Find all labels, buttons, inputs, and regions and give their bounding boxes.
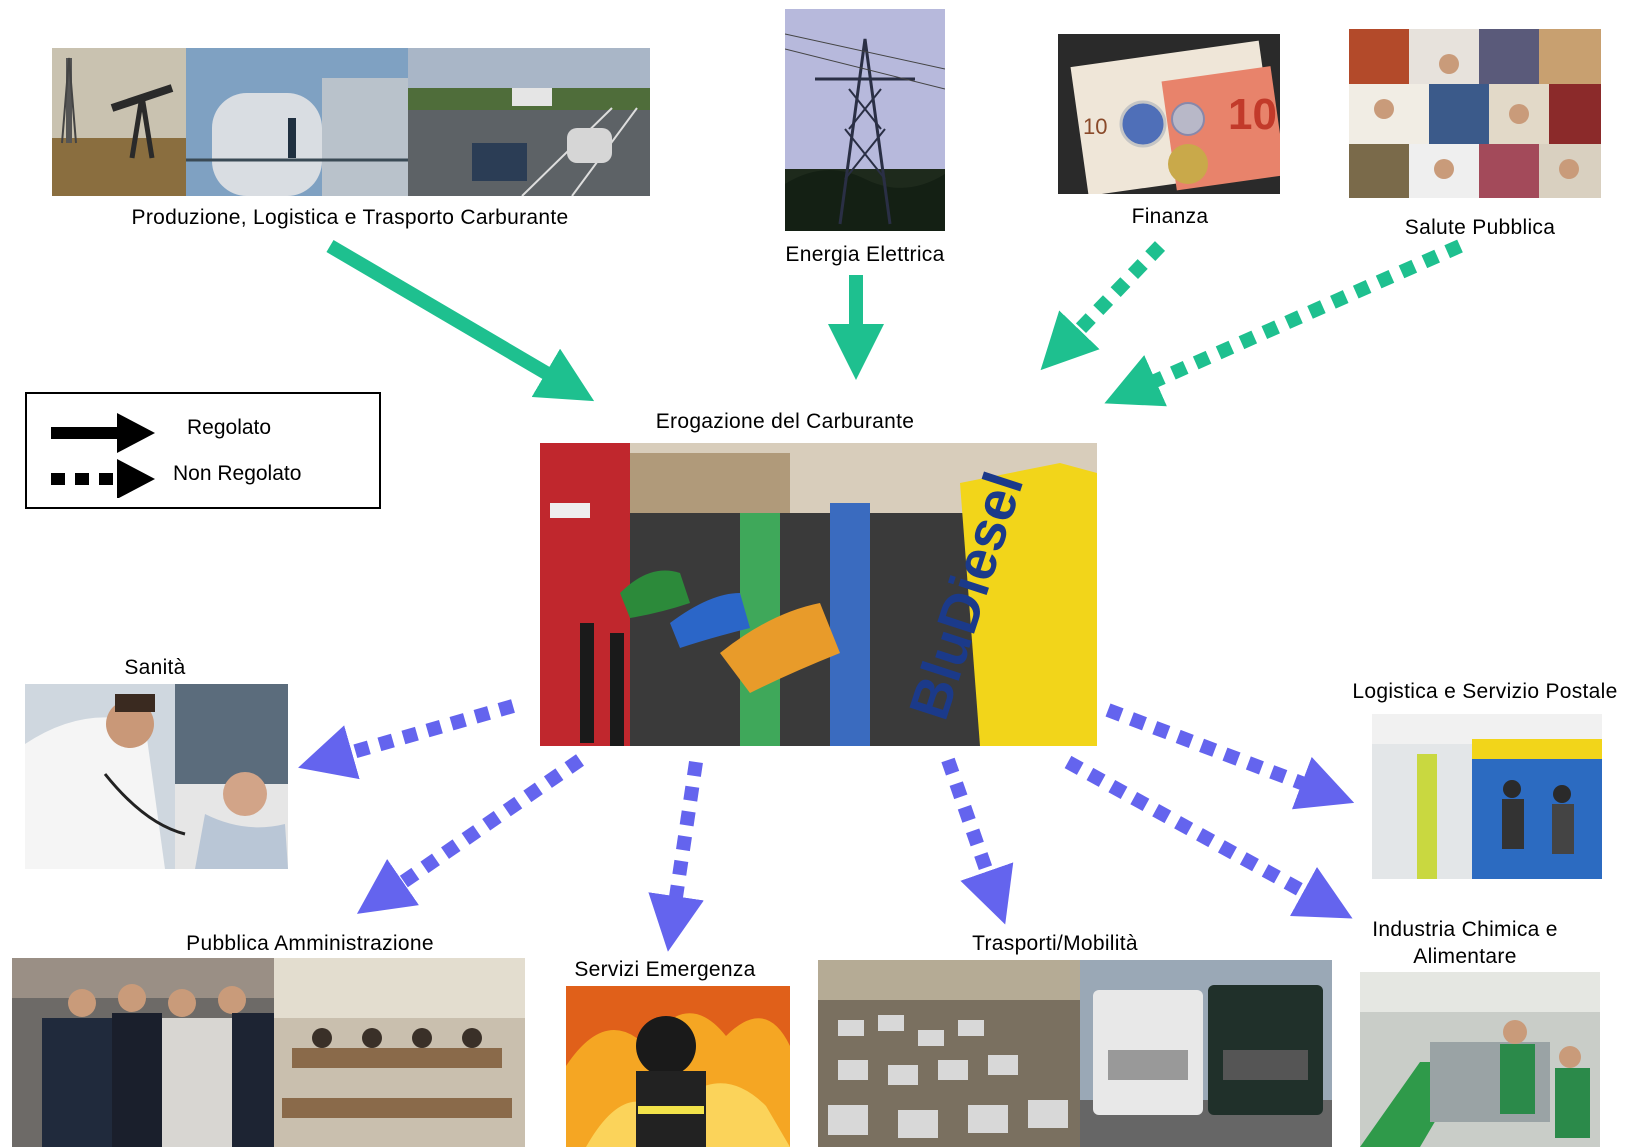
arrow-center-to-sanita: [298, 699, 515, 780]
svg-text:10: 10: [1083, 114, 1107, 139]
arrow-finance-to-center: [1040, 241, 1166, 371]
legend-regulated-label: Regolato: [187, 416, 272, 439]
fuel-pump-photo: BluDiesel: [540, 443, 1097, 746]
legend: Regolato Non Regolato: [25, 392, 381, 509]
arrow-center-to-emergency: [648, 760, 704, 952]
finance-photo: 10 10: [1058, 34, 1280, 194]
transport-label: Trasporti/Mobilità: [972, 932, 1138, 955]
arrow-salute-to-center: [1104, 239, 1463, 407]
public-health-photo: [1349, 29, 1601, 198]
emergency-photo: [566, 986, 790, 1147]
health-photo: [25, 684, 288, 869]
health-label: Sanità: [124, 656, 186, 679]
arrow-fuel-to-center: [326, 239, 595, 402]
industry-label-line1: Industria Chimica e: [1372, 918, 1558, 941]
center-label: Erogazione del Carburante: [655, 410, 915, 433]
finance-label: Finanza: [1131, 205, 1209, 228]
postal-photo: [1372, 714, 1602, 879]
fuel-production-label: Produzione, Logistica e Trasporto Carbur…: [131, 206, 569, 229]
legend-arrows: [51, 413, 155, 498]
arrow-center-to-pa: [356, 754, 584, 914]
industry-photo: [1360, 972, 1600, 1147]
public-admin-label: Pubblica Amministrazione: [186, 932, 434, 955]
postal-label: Logistica e Servizio Postale: [1352, 680, 1618, 703]
arrow-center-to-industry: [1064, 755, 1353, 919]
arrow-center-to-postal: [1105, 703, 1355, 810]
public-admin-photo: [12, 958, 525, 1147]
emergency-label: Servizi Emergenza: [574, 958, 756, 981]
transport-photo: [818, 960, 1332, 1147]
energy-photo: [785, 9, 945, 231]
legend-unregulated-label: Non Regolato: [173, 462, 302, 485]
energy-label: Energia Elettrica: [785, 243, 945, 266]
public-health-label: Salute Pubblica: [1404, 216, 1556, 239]
fuel-production-photo: [52, 48, 650, 196]
svg-text:10: 10: [1228, 90, 1277, 139]
industry-label-line2: Alimentare: [1413, 945, 1517, 968]
arrow-center-to-transport: [941, 757, 1014, 925]
